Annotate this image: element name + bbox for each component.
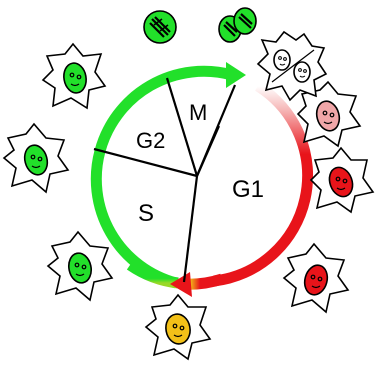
ring-segment-green <box>96 71 232 283</box>
phase-dividers <box>94 78 235 282</box>
divider-g2-m <box>167 78 197 176</box>
cell-m-green-chromosomes <box>144 11 176 43</box>
cell-g2-green <box>43 44 105 108</box>
cell-g1-red <box>311 148 373 212</box>
cell-m-dividing-green <box>219 8 256 42</box>
cell-s-green-left <box>4 124 68 192</box>
cycle-ring <box>96 62 307 297</box>
cell-s-green-lower <box>48 232 112 300</box>
cell-g1-late-red <box>284 244 348 312</box>
phase-label-s: S <box>138 200 154 227</box>
arrowhead-top <box>226 62 246 88</box>
ring-segment-green-yellow <box>130 265 178 283</box>
cell-daughters-white <box>258 32 326 100</box>
divider-s-g2 <box>94 149 197 176</box>
phase-label-g1: G1 <box>232 176 264 203</box>
phase-label-m: M <box>189 100 207 125</box>
divider-m-inner <box>197 126 219 176</box>
divider-g1-s <box>184 176 197 282</box>
arrowhead-bottom <box>170 272 192 297</box>
phase-label-g2: G2 <box>136 128 165 153</box>
cell-g1s-yellow <box>146 295 210 359</box>
